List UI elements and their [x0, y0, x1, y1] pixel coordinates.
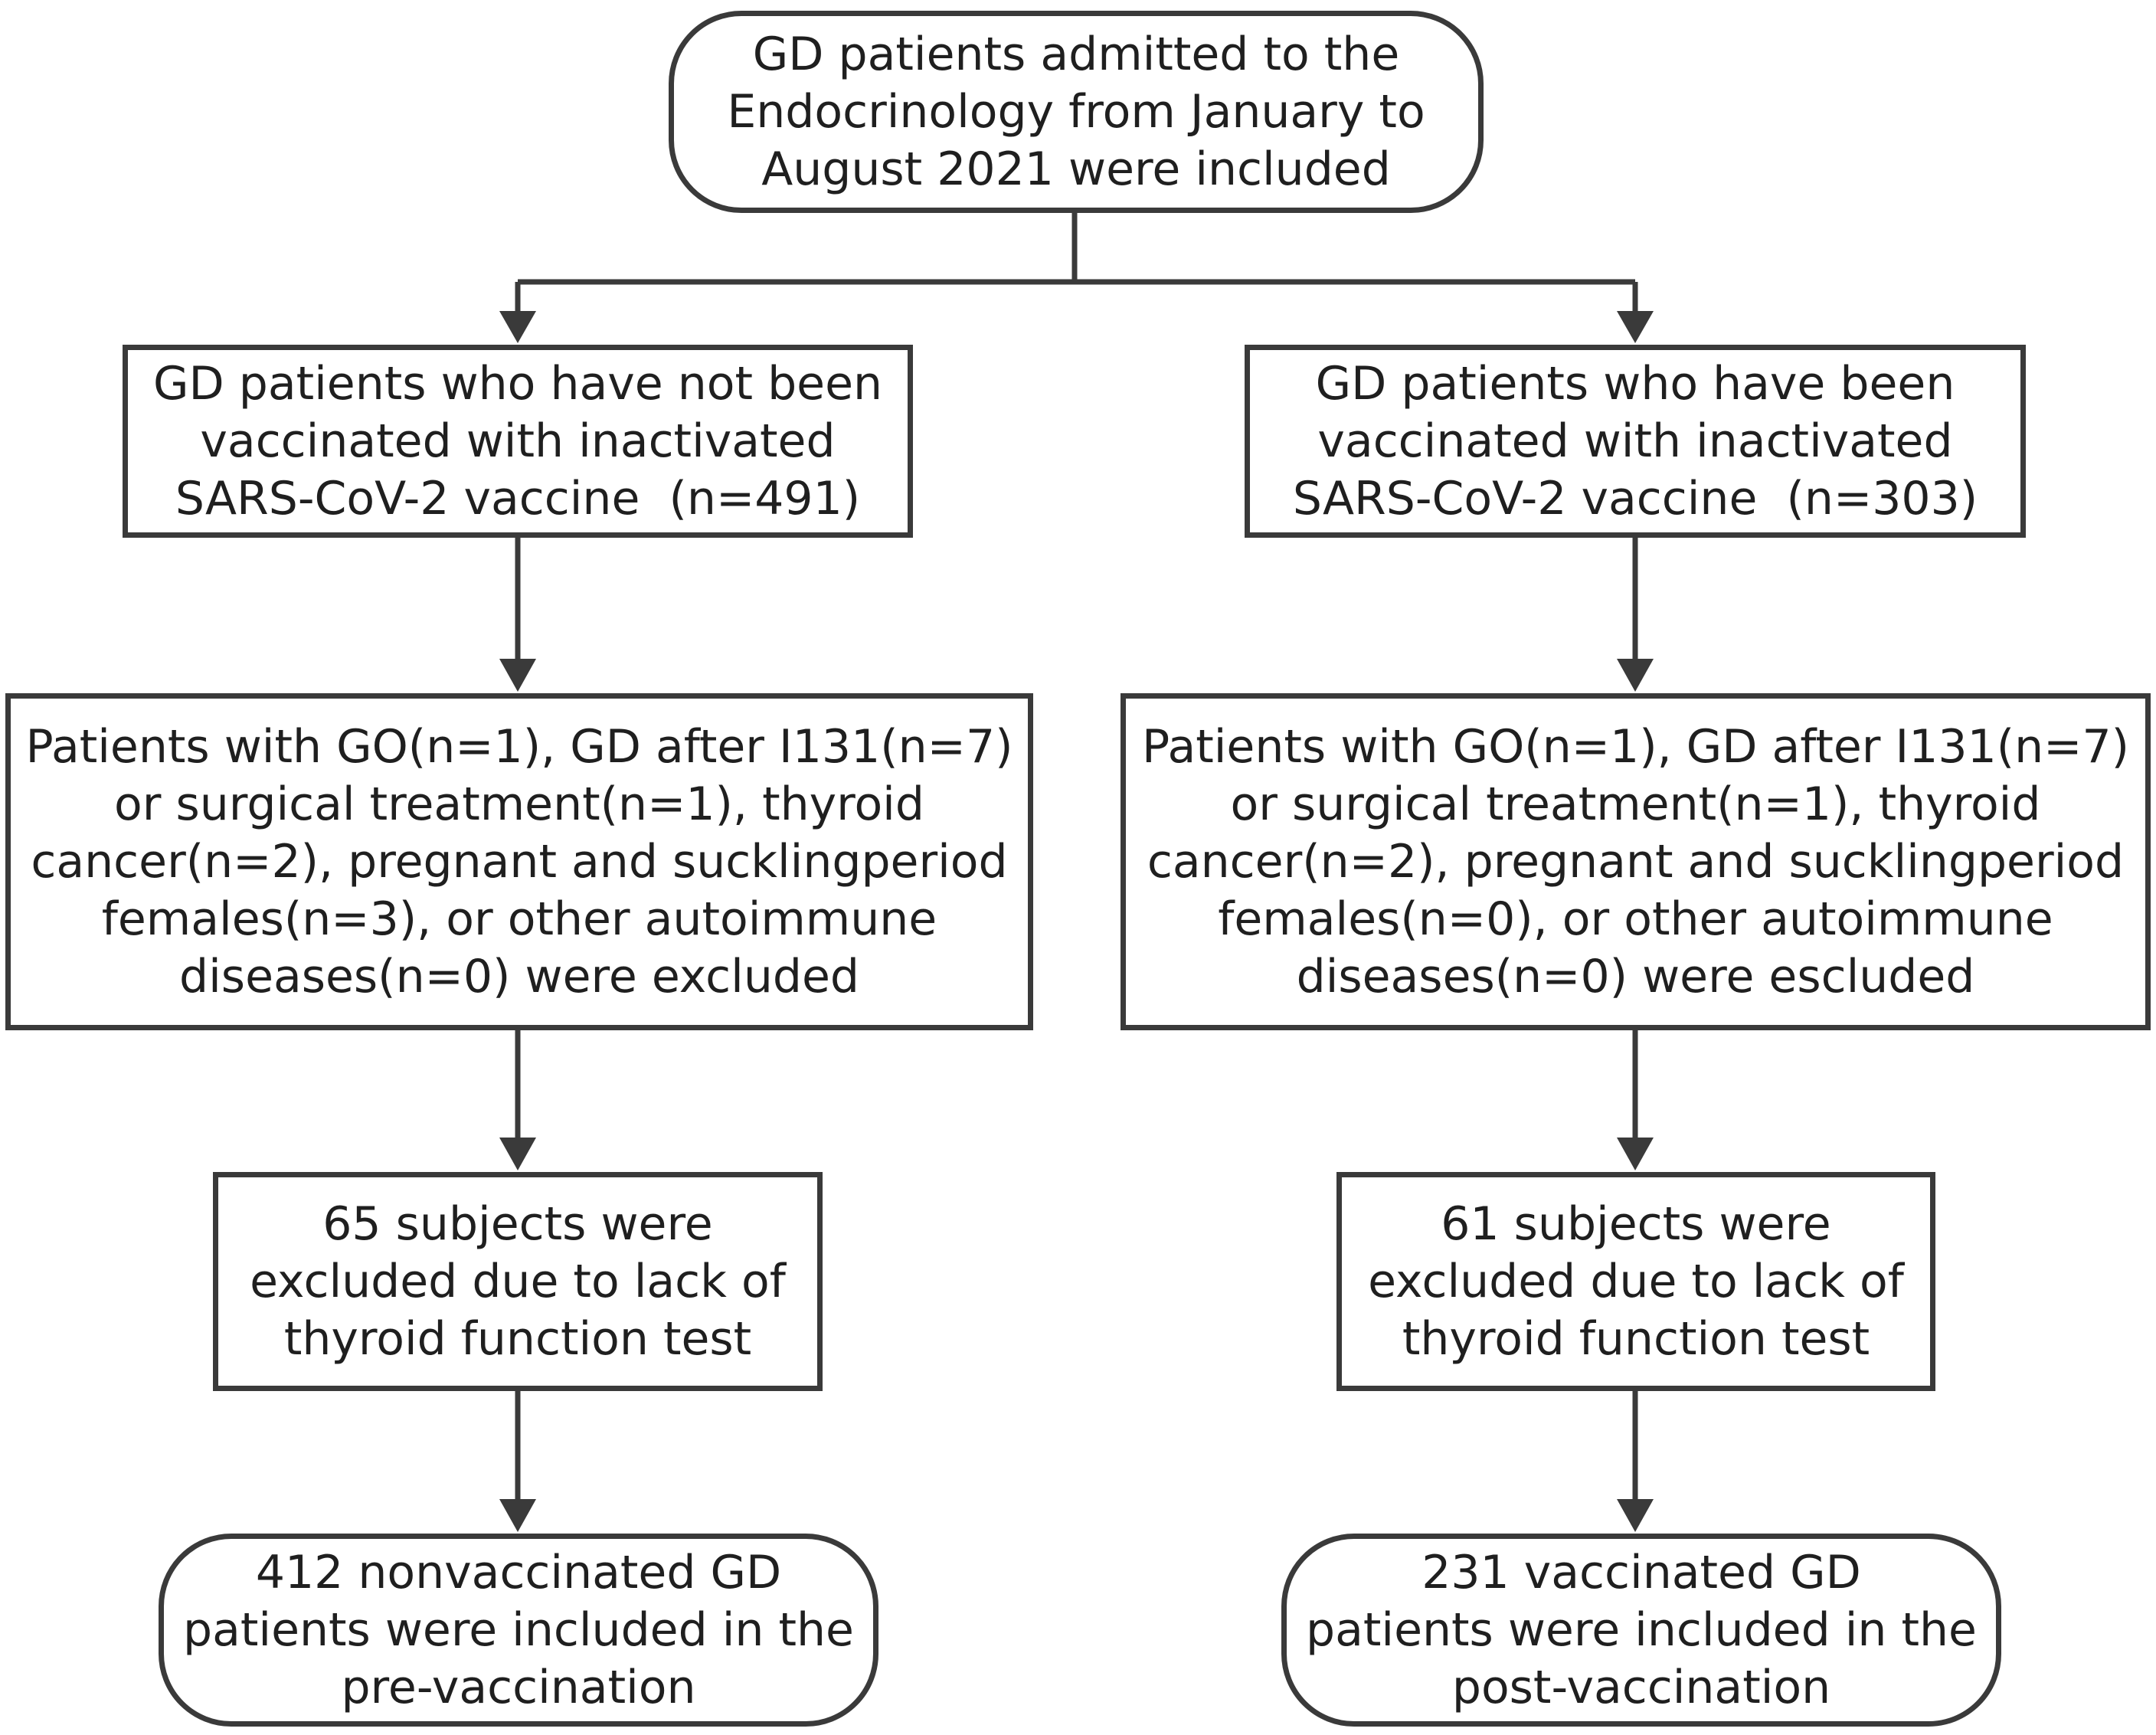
- left-tests-line-1: 65 subjects were: [322, 1196, 713, 1251]
- right-criteria-line-2: or surgical treatment(n=1), thyroid: [1230, 777, 2041, 831]
- right-final-line-3: post-vaccination: [1451, 1660, 1831, 1714]
- left-group-line-1: GD patients who have not been: [152, 356, 883, 411]
- left-exclusion-tests-node: 65 subjects were excluded due to lack of…: [213, 1172, 823, 1391]
- right-final-node: 231 vaccinated GD patients were included…: [1281, 1534, 2001, 1727]
- left-final-line-1: 412 nonvaccinated GD: [255, 1545, 782, 1599]
- start-line-2: Endocrinology from January to: [727, 84, 1425, 139]
- right-criteria-line-5: diseases(n=0) were escluded: [1296, 949, 1975, 1003]
- arrow-right-criteria-head: [1617, 1138, 1654, 1170]
- right-criteria-line-4: females(n=0), or other autoimmune: [1218, 892, 2053, 946]
- right-tests-line-3: thyroid function test: [1402, 1311, 1870, 1366]
- arrow-right-tests-head: [1617, 1499, 1654, 1532]
- right-criteria-line-1: Patients with GO(n=1), GD after I131(n=7…: [1141, 719, 2130, 774]
- left-criteria-line-1: Patients with GO(n=1), GD after I131(n=7…: [25, 719, 1013, 774]
- right-group-line-3: SARS-CoV-2 vaccine (n=303): [1292, 471, 1978, 525]
- right-criteria-line-3: cancer(n=2), pregnant and sucklingperiod: [1147, 834, 2125, 889]
- left-tests-line-2: excluded due to lack of: [250, 1254, 786, 1308]
- start-node: GD patients admitted to the Endocrinolog…: [669, 11, 1484, 213]
- right-group-line-1: GD patients who have been: [1315, 356, 1955, 411]
- left-group-node: GD patients who have not been vaccinated…: [123, 345, 913, 538]
- arrow-left-tests-head: [499, 1499, 536, 1532]
- right-group-node: GD patients who have been vaccinated wit…: [1245, 345, 2026, 538]
- arrow-start-right-head: [1617, 311, 1654, 343]
- start-line-3: August 2021 were included: [761, 142, 1391, 196]
- arrow-left-criteria-head: [499, 1138, 536, 1170]
- right-exclusion-criteria-node: Patients with GO(n=1), GD after I131(n=7…: [1121, 693, 2151, 1030]
- left-final-line-2: patients were included in the: [183, 1602, 854, 1657]
- arrow-start-left-head: [499, 311, 536, 343]
- left-exclusion-criteria-node: Patients with GO(n=1), GD after I131(n=7…: [5, 693, 1033, 1030]
- left-criteria-line-2: or surgical treatment(n=1), thyroid: [114, 777, 924, 831]
- right-final-line-2: patients were included in the: [1306, 1602, 1977, 1657]
- arrow-right-group-head: [1617, 659, 1654, 692]
- left-criteria-line-5: diseases(n=0) were excluded: [179, 949, 859, 1003]
- left-final-line-3: pre-vaccination: [341, 1660, 696, 1714]
- left-tests-line-3: thyroid function test: [283, 1311, 752, 1366]
- left-criteria-line-4: females(n=3), or other autoimmune: [101, 892, 937, 946]
- left-criteria-line-3: cancer(n=2), pregnant and sucklingperiod: [31, 834, 1008, 889]
- left-group-line-3: SARS-CoV-2 vaccine (n=491): [175, 471, 861, 525]
- start-line-1: GD patients admitted to the: [752, 27, 1400, 81]
- arrow-left-group-head: [499, 659, 536, 692]
- right-tests-line-2: excluded due to lack of: [1368, 1254, 1904, 1308]
- right-final-line-1: 231 vaccinated GD: [1422, 1545, 1861, 1599]
- right-tests-line-1: 61 subjects were: [1441, 1196, 1831, 1251]
- left-final-node: 412 nonvaccinated GD patients were inclu…: [159, 1534, 878, 1727]
- right-group-line-2: vaccinated with inactivated: [1317, 414, 1953, 468]
- left-group-line-2: vaccinated with inactivated: [200, 414, 836, 468]
- right-exclusion-tests-node: 61 subjects were excluded due to lack of…: [1336, 1172, 1935, 1391]
